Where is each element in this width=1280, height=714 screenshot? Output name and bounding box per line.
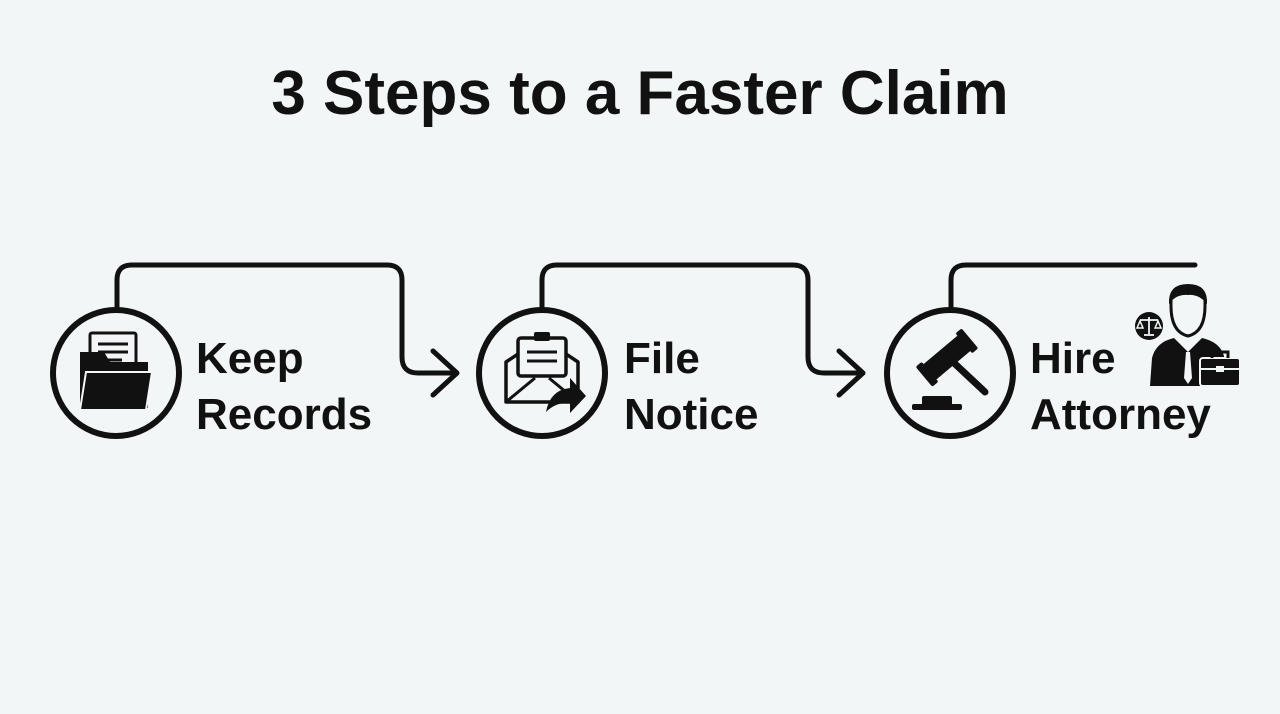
attorney-icon [1135,284,1241,387]
connector-step1-to-step2 [114,262,458,376]
connector-step3-tail [948,262,1198,310]
step-3-label-line2: Attorney [1030,390,1211,439]
connector-lines [114,262,1198,398]
step-2-label-line2: Notice [624,390,758,439]
step-1-label-line2: Records [196,390,372,439]
connector-step2-to-step3 [539,262,864,376]
arrowhead-1 [430,348,460,398]
step-2-label-line1: File [624,334,700,383]
gavel-icon [912,329,989,410]
step-3-label-line1: Hire [1030,334,1116,383]
page-title: 3 Steps to a Faster Claim [271,59,1008,128]
step-file-notice: File Notice [476,307,758,439]
envelope-clipboard-icon [504,332,586,413]
arrowhead-2 [836,348,866,398]
step-keep-records: Keep Records [50,307,372,439]
folder-documents-icon [78,331,154,411]
step-3-circle [884,307,1016,439]
step-hire-attorney: Hire Attorney [884,284,1241,439]
step-1-label-line1: Keep [196,334,304,383]
